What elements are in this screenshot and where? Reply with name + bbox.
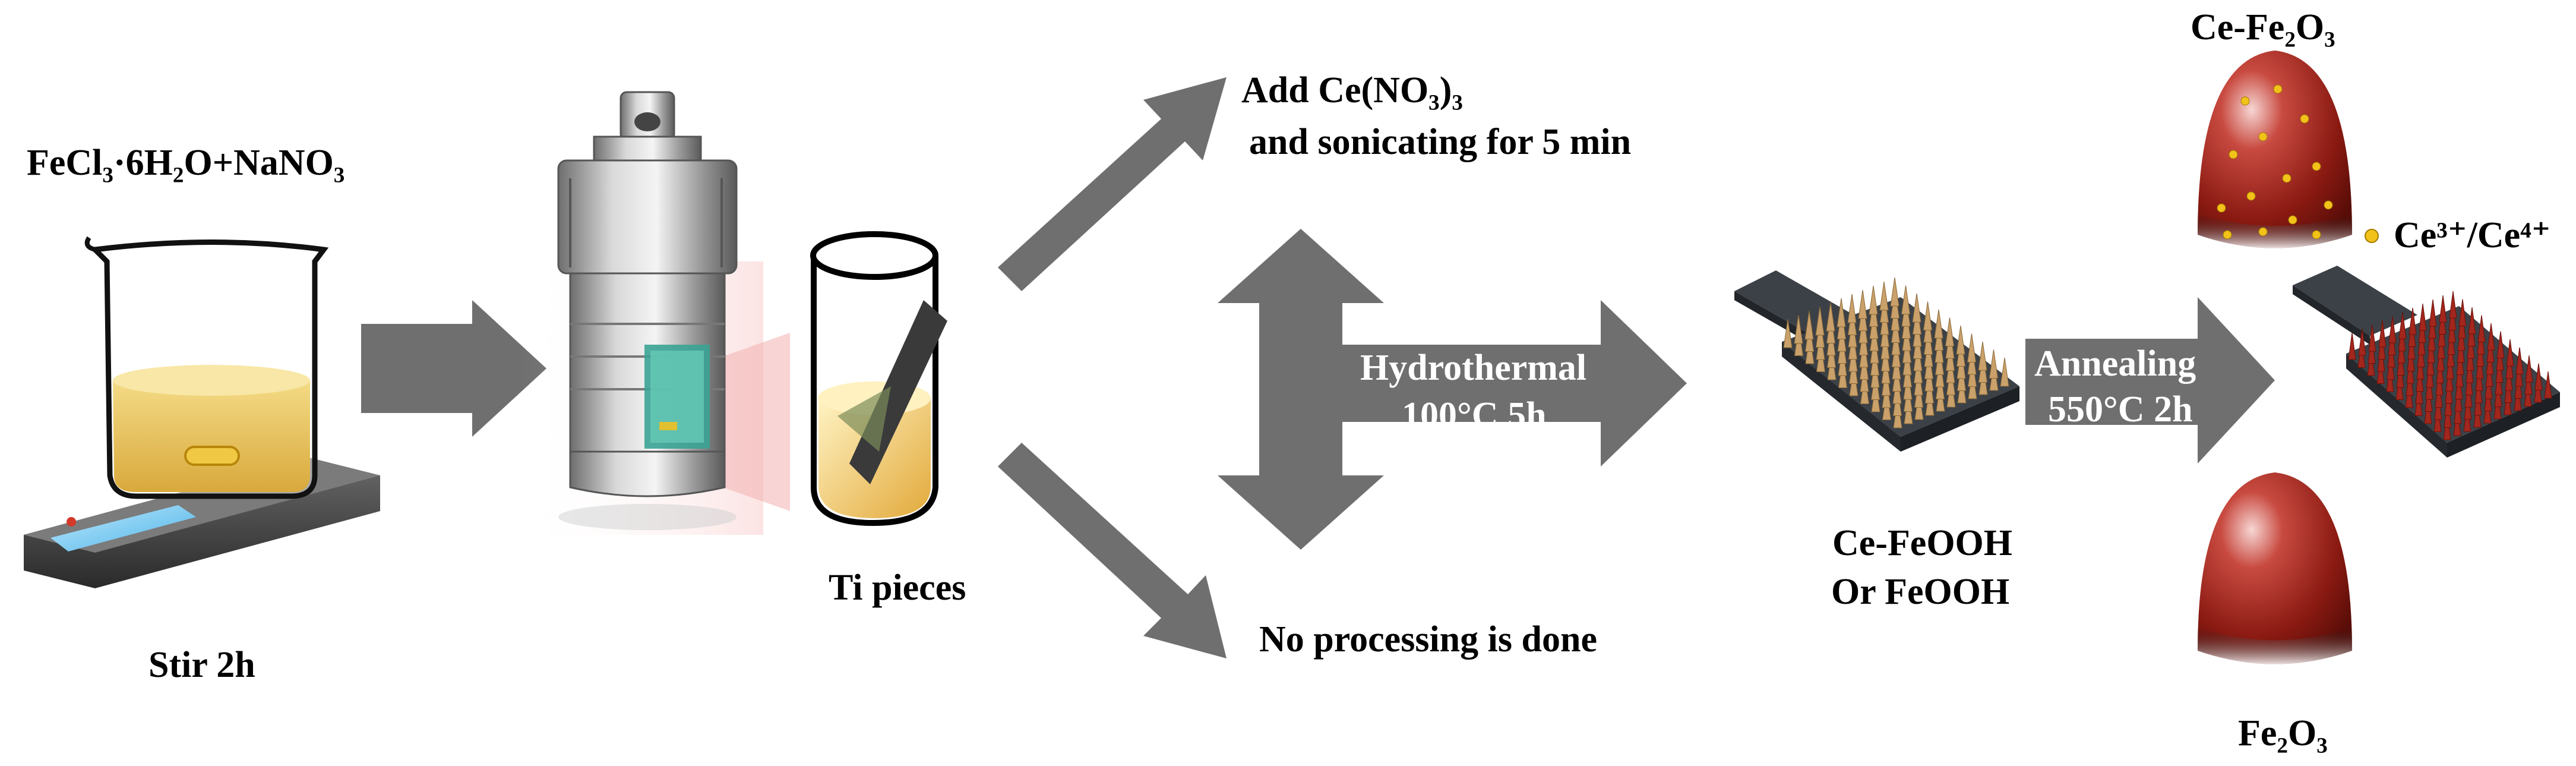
hydrothermal-arrow: [1218, 229, 1687, 550]
nanorod-spike: [2398, 311, 2407, 339]
nanorod-spike: [1869, 285, 1878, 315]
nanorod-spike: [2477, 315, 2486, 342]
hydrothermal-conditions-label: 100°C 5h: [1402, 395, 1547, 436]
nanorod-spike: [2544, 371, 2552, 399]
nanorod-spike: [2506, 339, 2514, 367]
nanorod-spike: [1847, 294, 1857, 323]
nanorod-spike: [1837, 298, 1846, 327]
process-arrow: [361, 300, 546, 437]
nanorod-spike: [1783, 319, 1793, 348]
nanorod-spike: [2000, 357, 2009, 387]
nanorod-spike: [1794, 314, 1803, 344]
nanorod-tip-icon-plain: [2198, 472, 2352, 664]
nanorod-spike: [2388, 316, 2397, 343]
ce-ion-dot: [2258, 227, 2268, 237]
annealing-arrow: [2025, 297, 2275, 464]
nanorod-spike: [1945, 317, 1955, 346]
intermediate-label: Ce-FeOOH: [1832, 523, 2013, 563]
nanorod-spike: [1978, 341, 1987, 371]
ce-ion-dot: [2312, 162, 2321, 171]
nanorod-spike: [2496, 331, 2505, 358]
annealing-label: Annealing: [2034, 343, 2196, 384]
stir-label: Stir 2h: [148, 645, 255, 685]
ce-ion-dot: [2288, 215, 2297, 225]
nanorod-spike: [1815, 306, 1825, 336]
nanorod-spike: [2487, 323, 2495, 351]
annealing-conditions-label: 550°C 2h: [2048, 389, 2193, 430]
nanorod-tip-icon: [2198, 51, 2352, 248]
fe2o3-label: Fe₂O₃: [2238, 713, 2328, 754]
nanorod-spike: [2534, 363, 2543, 390]
beaker-icon: [84, 236, 329, 499]
liner-cup-icon: [810, 231, 947, 527]
ce-ion-dot: [2229, 150, 2238, 159]
hydrothermal-label: Hydrothermal: [1360, 348, 1587, 388]
nanorod-spike: [1879, 281, 1889, 311]
ti-pieces-label: Ti pieces: [829, 568, 966, 608]
nanorod-spike: [1858, 289, 1867, 319]
nanorod-spike: [2449, 291, 2457, 319]
ce-fe2o3-label: Ce-Fe₂O₃: [2191, 7, 2335, 48]
nanorod-spike: [2468, 307, 2476, 335]
ce-ion-dot: [2246, 191, 2256, 201]
nanorod-spike: [1934, 309, 1943, 339]
nanorod-spike: [1804, 310, 1814, 340]
lower-branch-arrow: [998, 443, 1227, 658]
nanorod-spike: [2439, 295, 2447, 323]
ce-ion-dot-icon: [2365, 229, 2379, 243]
nanorod-spike: [1912, 293, 1921, 323]
nanorod-spike: [2348, 332, 2356, 360]
nanorod-spike: [1901, 285, 1911, 314]
ce-ion-dot: [2324, 200, 2333, 210]
upper-branch-arrow: [998, 77, 1227, 291]
add-ce-label: Add Ce(NO₃)₃: [1241, 70, 1463, 111]
autoclave-icon: [520, 91, 790, 535]
nanorod-spike: [1967, 333, 1977, 362]
nanorod-spike: [2458, 299, 2467, 326]
nanorod-spike: [2525, 355, 2533, 383]
nanorod-spike: [1890, 277, 1899, 307]
nanorod-spike: [2368, 324, 2376, 352]
reagents-label: FeCl₃·6H₂O+NaNO₃: [27, 143, 345, 183]
nanorod-spike: [2358, 328, 2366, 356]
sonication-label: and sonicating for 5 min: [1249, 122, 1632, 162]
nanorod-spike: [1826, 302, 1835, 332]
no-processing-label: No processing is done: [1259, 619, 1597, 660]
nanorod-spike: [2515, 347, 2524, 374]
nanorod-spike: [1923, 301, 1933, 330]
ce-ion-dot: [2223, 230, 2232, 239]
nanorod-array-icon: [1734, 270, 2019, 452]
ce-ion-dot: [2258, 132, 2268, 141]
nanorod-spike: [2378, 320, 2387, 348]
nanorod-spike: [1989, 349, 1999, 379]
ce-ion-dot: [2312, 230, 2321, 239]
ce-ion-dot: [2273, 84, 2283, 94]
ce-ion-dot: [2300, 114, 2309, 124]
nanorod-spike: [2409, 307, 2417, 335]
nanorod-spike: [1956, 325, 1965, 355]
ce-ion-dot: [2240, 96, 2250, 106]
nanorod-spike: [2429, 299, 2437, 327]
red-nanorod-array-icon: [2293, 266, 2560, 458]
ce-ion-dot: [2282, 174, 2291, 183]
ce-ion-dot: [2217, 203, 2226, 213]
intermediate-alt-label: Or FeOOH: [1831, 572, 2010, 612]
nanorod-spike: [2419, 303, 2427, 331]
ce-ions-label: Ce³⁺/Ce⁴⁺: [2394, 215, 2551, 256]
